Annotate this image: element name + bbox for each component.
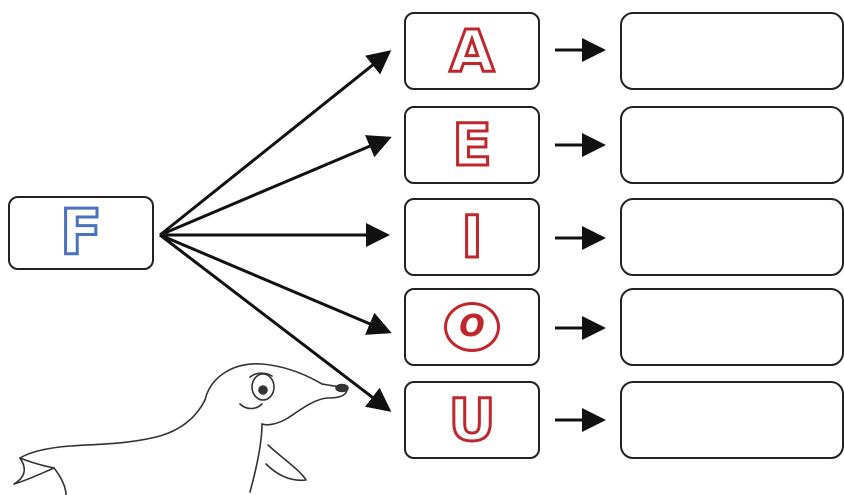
answer-box-o[interactable]	[620, 288, 844, 366]
arrow-f-to-a	[159, 50, 392, 237]
seal-back	[19, 399, 206, 459]
vowel-box-i: I	[404, 198, 540, 276]
answer-box-u[interactable]	[620, 381, 844, 459]
vowel-letter-u: U	[447, 386, 497, 454]
source-letter-box: F	[8, 196, 154, 270]
seal-nose	[335, 383, 349, 393]
seal-head-outline	[204, 363, 348, 401]
seal-tail	[13, 457, 55, 485]
arrow-f-to-e	[159, 135, 392, 237]
vowel-box-e: E	[404, 106, 540, 184]
vowel-letter-a: A	[448, 17, 496, 85]
vowel-letter-e: E	[451, 111, 494, 179]
seal-eye	[251, 373, 275, 401]
vowel-box-u: U	[404, 381, 540, 459]
answer-box-e[interactable]	[620, 106, 844, 184]
seal-pupil	[258, 385, 268, 395]
seal-snout	[261, 389, 348, 426]
seal-belly	[249, 423, 263, 493]
arrow-f-to-o	[159, 233, 392, 335]
seal-flipper	[265, 444, 307, 482]
arrow-f-to-u	[159, 233, 392, 412]
seal-mouth	[239, 403, 263, 410]
source-letter: F	[58, 196, 103, 269]
vowel-box-a: A	[404, 12, 540, 90]
answer-box-a[interactable]	[620, 12, 844, 90]
vowel-letter-o: O	[444, 302, 500, 352]
vowel-letter-i: I	[460, 203, 485, 271]
answer-box-i[interactable]	[620, 198, 844, 276]
vowel-box-o: O	[404, 288, 540, 366]
